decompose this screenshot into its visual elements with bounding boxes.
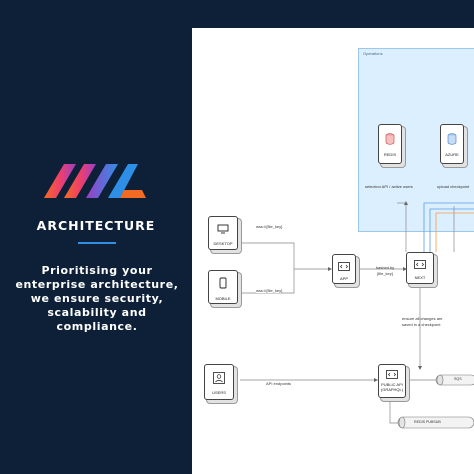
sqs-label: SQS: [454, 377, 462, 381]
users-label: USERS: [212, 390, 226, 395]
database-icon: [385, 133, 395, 145]
next-label: NEXT: [414, 275, 426, 280]
azure-edge-label: upload checkpoint: [437, 184, 470, 189]
app-next-edge-label: hashed by {file_key}: [375, 265, 395, 276]
azure-node: AZURE: [440, 124, 464, 164]
desktop-label: DESKTOP: [213, 241, 233, 246]
next-node: NEXT: [406, 252, 434, 284]
database-icon: [447, 133, 457, 145]
architecture-diagram: Operations: [192, 28, 474, 474]
code-window-icon: [338, 262, 350, 271]
left-panel: ARCHITECTURE Prioritising your enterpris…: [0, 0, 192, 474]
tagline: Prioritising your enterprise architectur…: [15, 264, 179, 333]
diagram-connectors: [240, 201, 474, 429]
redis-node: REDIS: [378, 124, 402, 164]
redis-label: REDIS: [383, 152, 397, 157]
public-api-label: PUBLIC API (GRAPHQL): [380, 382, 404, 392]
mobile-label: MOBILE: [215, 296, 231, 301]
redis-edge-label: selection API / active users: [365, 184, 413, 189]
desktop-icon: [217, 224, 229, 234]
mobile-app-edge-label: wss://{file_key}: [256, 288, 283, 293]
users-node: USERS: [204, 364, 234, 400]
brand-logo: [44, 164, 146, 198]
user-icon: [213, 372, 225, 384]
mobile-node: MOBILE: [208, 270, 238, 304]
azure-label: AZURE: [445, 152, 459, 157]
desktop-app-edge-label: wss://{file_key}: [256, 224, 283, 229]
desktop-node: DESKTOP: [208, 216, 238, 250]
code-window-icon: [414, 260, 426, 269]
app-node: APP: [332, 254, 356, 284]
mobile-icon: [219, 277, 227, 289]
redis-pubsub-label: REDIS PUBSUB: [414, 420, 441, 424]
public-api-node: PUBLIC API (GRAPHQL): [378, 364, 406, 398]
app-label: APP: [339, 276, 348, 281]
heading-divider: [78, 242, 116, 244]
section-heading: ARCHITECTURE: [36, 218, 156, 233]
users-api-edge-label: API endpoints: [266, 381, 291, 386]
operations-group-label: Operations: [363, 51, 383, 56]
checkpoint-edge-label: ensure all changes are saved in a checkp…: [402, 316, 443, 327]
code-window-icon: [386, 370, 398, 379]
